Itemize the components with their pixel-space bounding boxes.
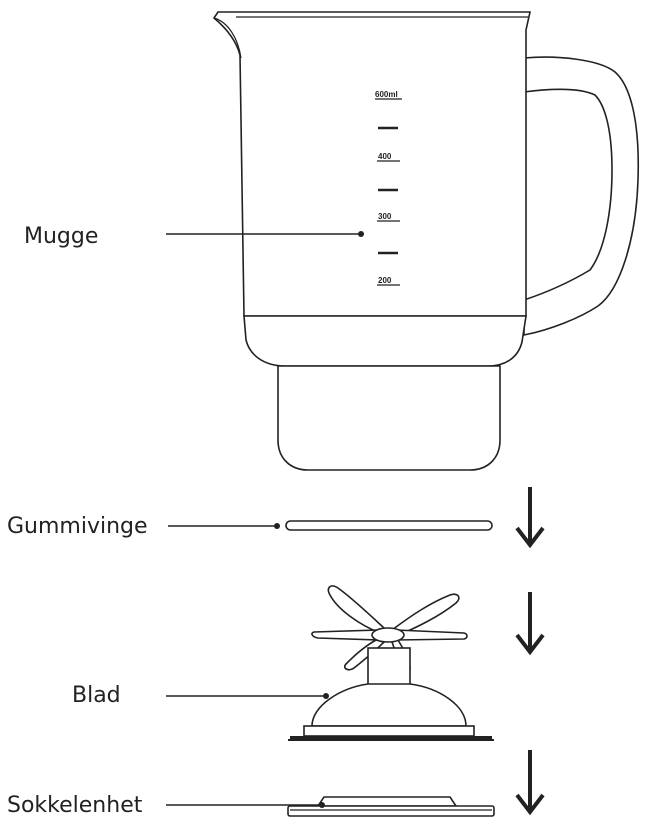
rubber-seal-ring (285, 520, 493, 531)
arrow-down-icon (515, 487, 545, 549)
blade-arm-left (311, 629, 381, 641)
blade-base-flange (290, 736, 492, 740)
rubber-seal (168, 520, 493, 531)
arrow-down-icon (515, 750, 545, 816)
jug-handle (523, 56, 640, 336)
scale-mark-200: 200 (378, 276, 392, 285)
blade-arm-right (395, 629, 468, 641)
scale-mark-400: 400 (378, 152, 392, 161)
scale-mark-600: 600ml (375, 90, 398, 99)
blade-dome (311, 683, 467, 727)
scale-mark-300: 300 (378, 212, 392, 221)
base-unit-leader-dot (319, 802, 325, 808)
blade-assembly (166, 585, 494, 741)
measurement-scale: 600ml 400 300 200 (375, 90, 402, 286)
jug-spout (213, 17, 242, 59)
blade-base-plate (303, 725, 475, 737)
rubber-seal-leader-dot (274, 523, 280, 529)
blade-leader-dot (323, 693, 329, 699)
assembly-arrows (515, 487, 545, 816)
label-rubber-seal: Gummivinge (7, 514, 148, 539)
label-jug: Mugge (24, 224, 98, 249)
base-unit (166, 796, 495, 817)
blade-wing-upper-left (327, 585, 386, 634)
jug: 600ml 400 300 200 (166, 11, 640, 471)
blade-shaft (367, 647, 411, 687)
blade-hub (371, 627, 405, 643)
base-unit-plate (287, 805, 495, 817)
label-blade: Blad (72, 683, 121, 708)
jug-collar (243, 315, 527, 367)
jug-leader-dot (358, 231, 364, 237)
arrow-down-icon (515, 592, 545, 656)
jug-bottom (277, 365, 501, 471)
blade-wing-upper-right (390, 593, 460, 637)
base-unit-top (316, 796, 458, 807)
jug-body (212, 11, 531, 317)
label-base-unit: Sokkelenhet (7, 793, 143, 818)
